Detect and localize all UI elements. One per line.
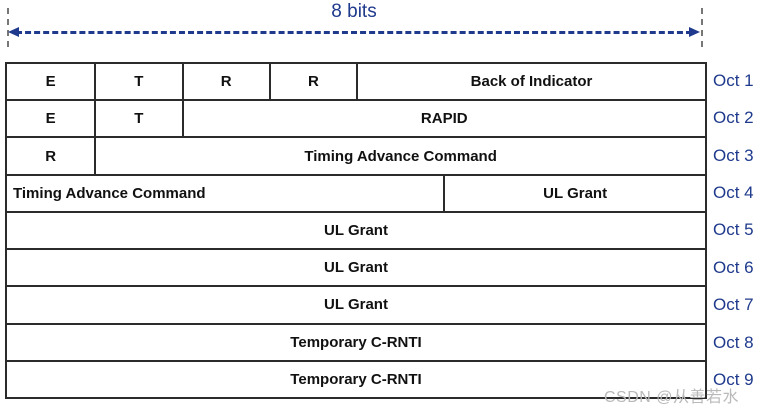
octet-structure-table: E T R R Back of Indicator E T RAPID R Ti…	[5, 62, 707, 399]
bits-width-label: 8 bits	[331, 1, 377, 22]
table-row-oct3: R Timing Advance Command	[7, 136, 705, 174]
octet-label-4: Oct 4	[713, 183, 754, 203]
table-row-oct4: Timing Advance Command UL Grant	[7, 173, 705, 211]
table-row-oct5: UL Grant	[7, 210, 705, 248]
arrow-right-icon	[689, 27, 700, 37]
octet-label-7: Oct 7	[713, 295, 754, 315]
field-cell-ul-grant: UL Grant	[324, 221, 388, 239]
field-cell-temporary-c-rnti: Temporary C-RNTI	[290, 370, 422, 388]
octet-label-9: Oct 9	[713, 370, 754, 390]
field-cell-back-of-indicator: Back of Indicator	[356, 64, 705, 100]
octet-label-2: Oct 2	[713, 108, 754, 128]
field-cell-t: T	[94, 64, 181, 100]
table-row-oct8: Temporary C-RNTI	[7, 322, 705, 360]
octet-label-8: Oct 8	[713, 332, 754, 352]
width-arrow-line	[16, 31, 692, 34]
field-cell-timing-advance-command: Timing Advance Command	[94, 138, 705, 174]
field-cell-e: E	[45, 110, 56, 128]
table-row-oct1: E T R R Back of Indicator	[7, 64, 705, 100]
field-cell-rapid: RAPID	[181, 101, 706, 137]
field-cell-temporary-c-rnti: Temporary C-RNTI	[290, 333, 422, 351]
field-cell-timing-advance-command: Timing Advance Command	[13, 184, 206, 202]
table-row-oct7: UL Grant	[7, 285, 705, 322]
field-cell-r: R	[181, 64, 269, 100]
table-row-oct6: UL Grant	[7, 248, 705, 285]
octet-label-3: Oct 3	[713, 145, 754, 165]
field-cell-r: R	[45, 147, 57, 165]
octet-label-column: Oct 1 Oct 2 Oct 3 Oct 4 Oct 5 Oct 6 Oct …	[713, 62, 768, 399]
csdn-watermark: CSDN @从善若水	[604, 389, 740, 406]
arrow-left-icon	[8, 27, 19, 37]
field-cell-ul-grant: UL Grant	[324, 296, 388, 314]
right-boundary-tick	[701, 8, 703, 47]
octet-label-1: Oct 1	[713, 70, 754, 90]
field-cell-ul-grant: UL Grant	[443, 175, 705, 211]
octet-label-6: Oct 6	[713, 257, 754, 277]
table-row-oct2: E T RAPID	[7, 99, 706, 137]
field-cell-t: T	[94, 101, 181, 137]
field-cell-ul-grant: UL Grant	[324, 259, 388, 277]
table-row-oct9: Temporary C-RNTI	[7, 359, 705, 397]
field-cell-r: R	[268, 64, 356, 100]
octet-label-5: Oct 5	[713, 220, 754, 240]
field-cell-e: E	[45, 73, 56, 91]
